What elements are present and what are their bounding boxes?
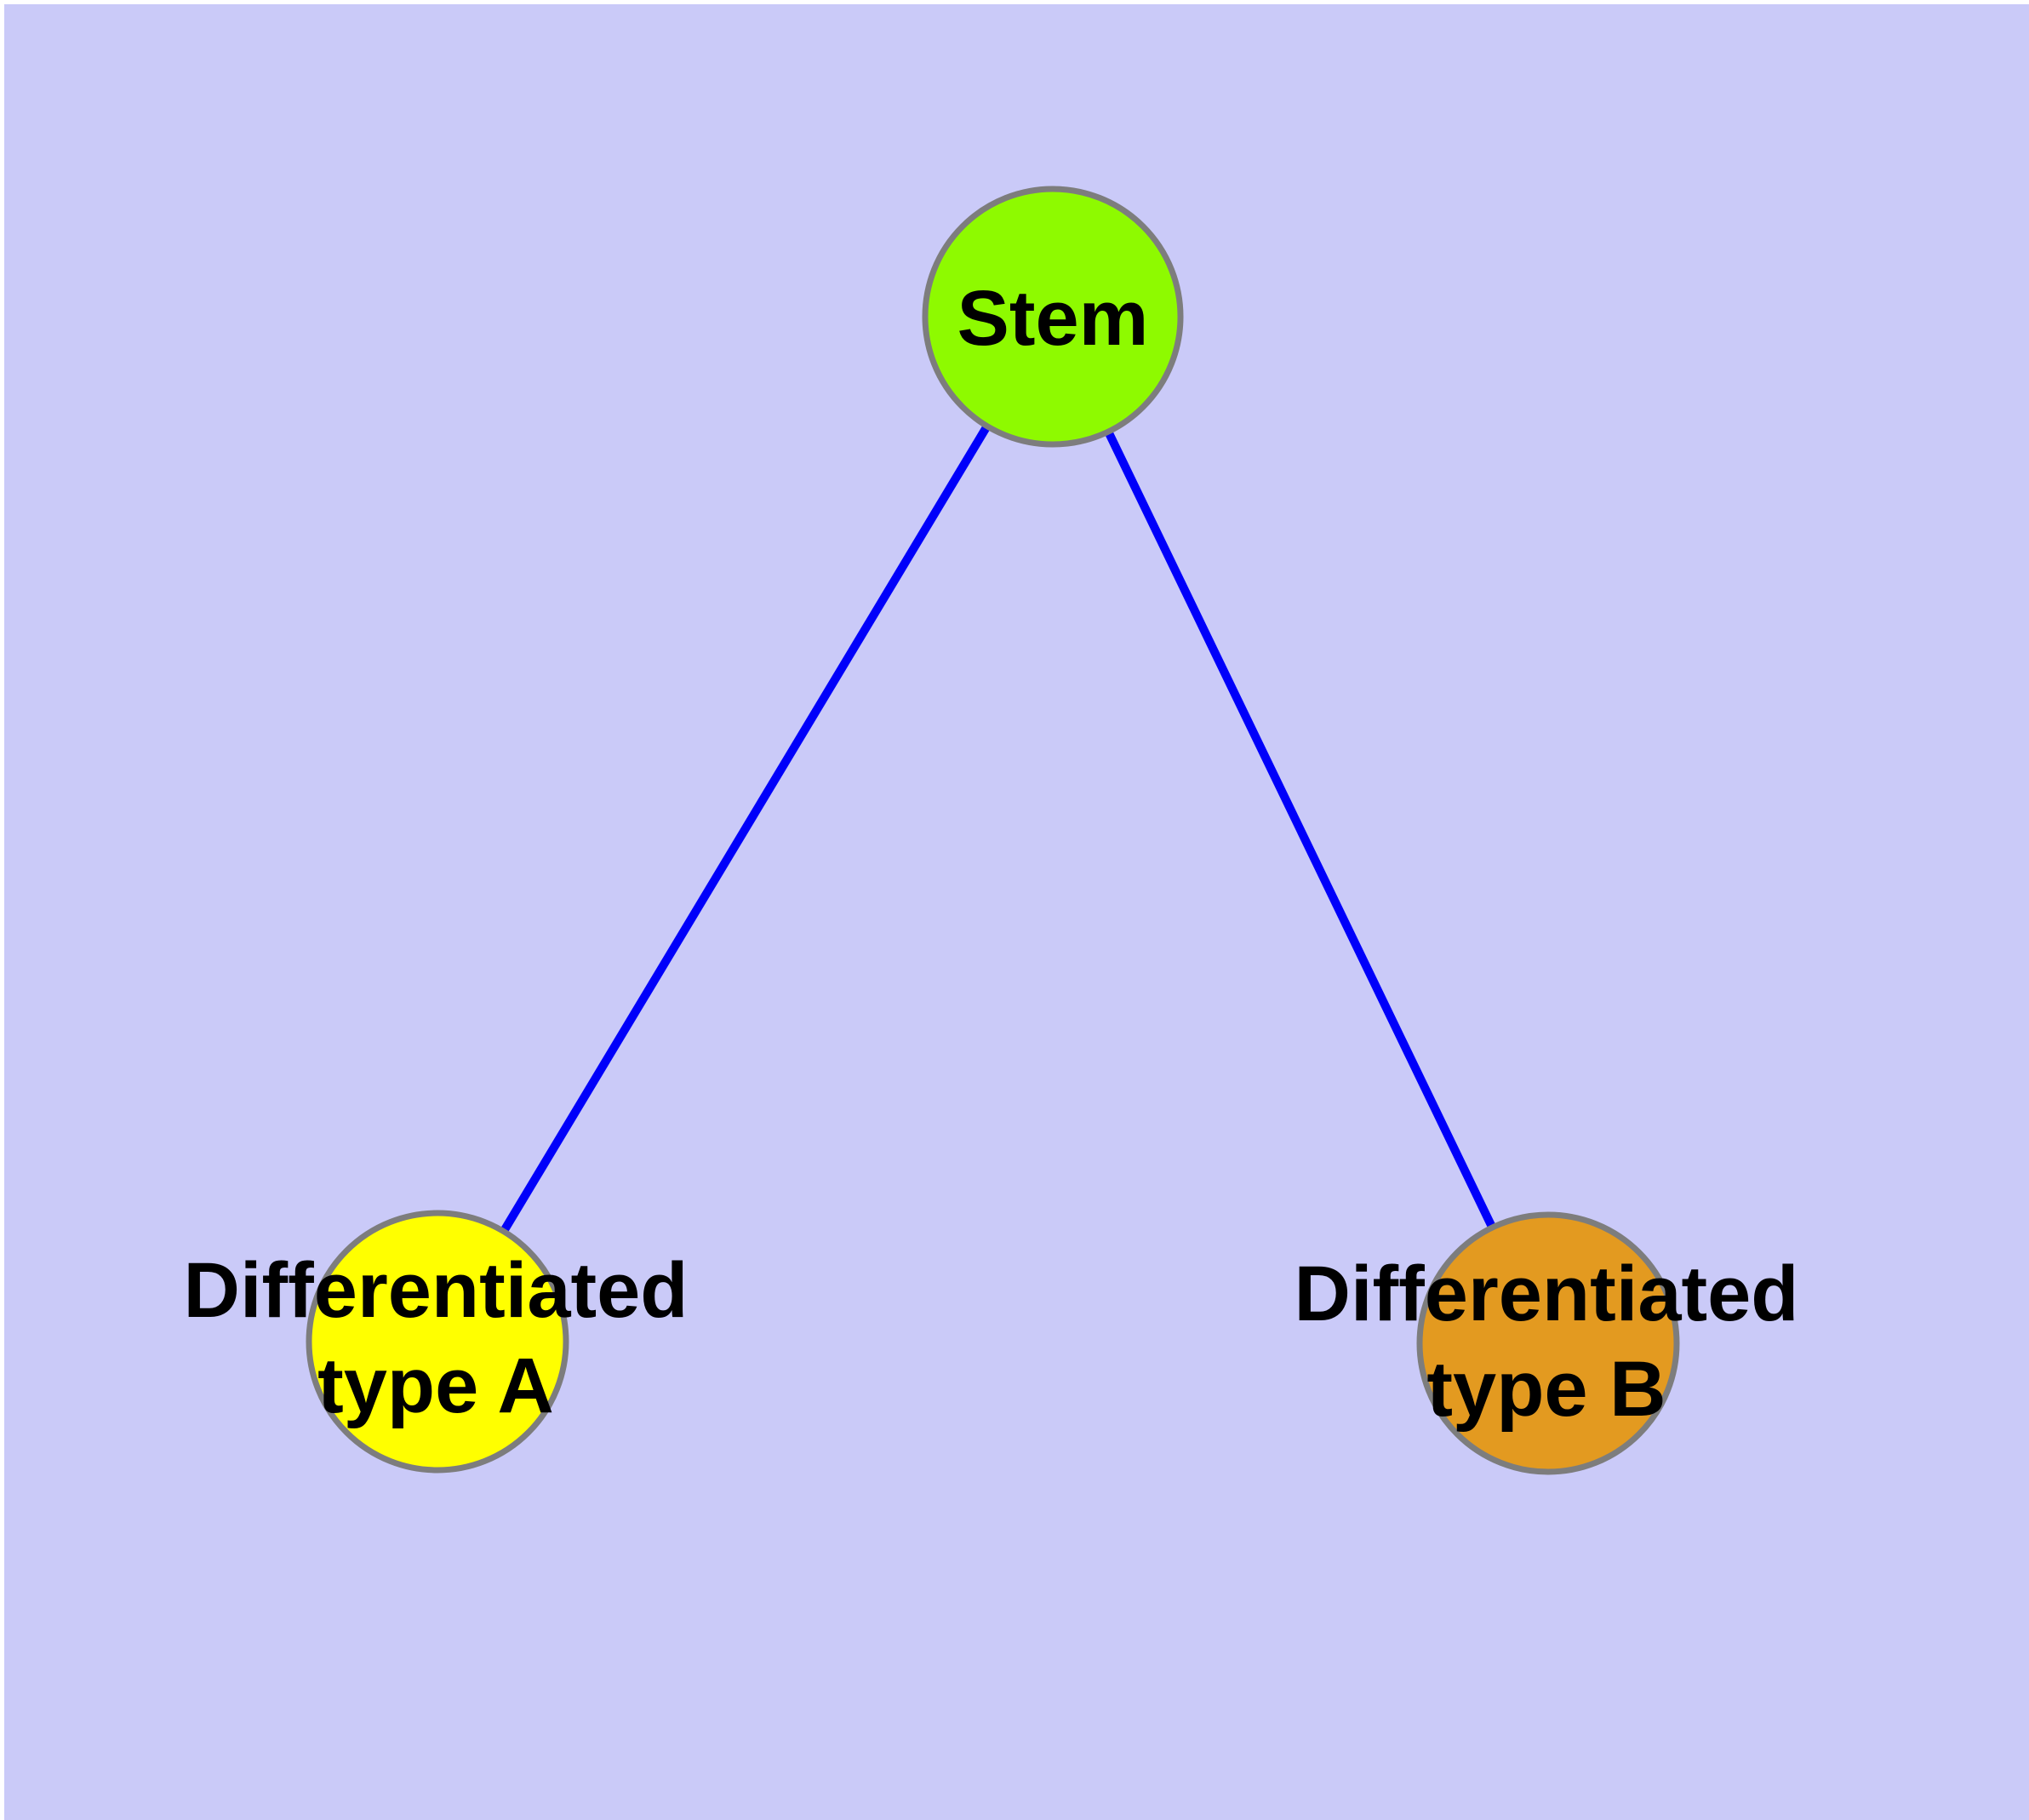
- node-label-differentiated-type-b: Differentiated type B: [1294, 1251, 1799, 1433]
- node-stem: [922, 186, 1184, 448]
- canvas-margin-top: [0, 0, 2029, 4]
- edge-stem-to-type-a: [433, 314, 1057, 1344]
- node-label-differentiated-type-a: Differentiated type A: [183, 1247, 689, 1429]
- node-differentiated-type-b: [1416, 1211, 1680, 1475]
- edge-stem-to-type-b: [1049, 314, 1552, 1346]
- node-label-stem: Stem: [957, 275, 1149, 362]
- canvas-margin-left: [0, 0, 4, 1820]
- node-differentiated-type-a: [306, 1210, 569, 1474]
